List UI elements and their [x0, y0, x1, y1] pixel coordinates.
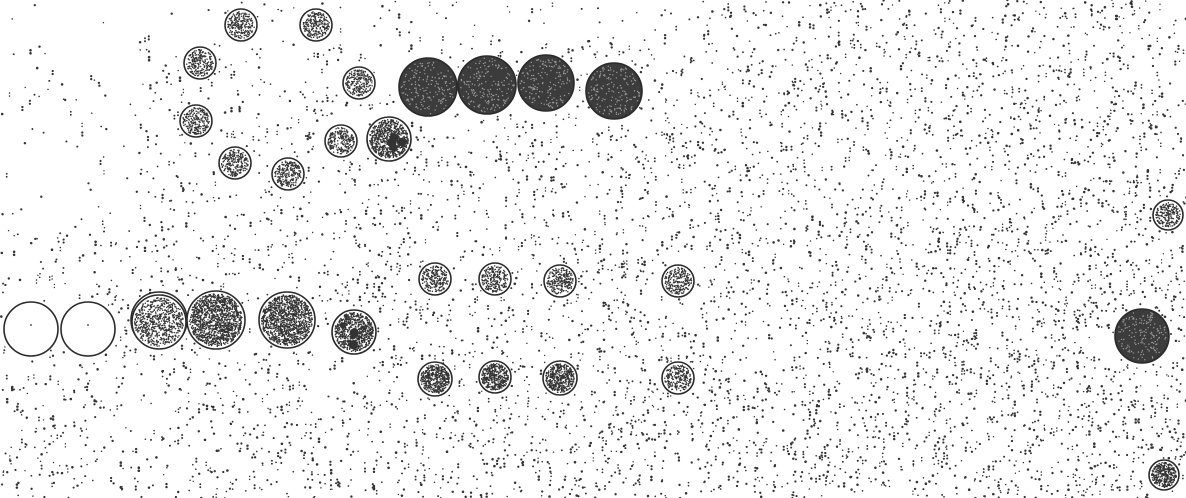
circle-row-low-1	[418, 362, 452, 396]
circle-row-low-2	[479, 361, 511, 393]
circle-dark-1	[399, 58, 457, 116]
circle-upper-mid	[343, 67, 375, 99]
circle-dark-2	[458, 56, 516, 114]
circle-row-low-3	[543, 361, 577, 395]
circle-big-row-1	[4, 302, 58, 356]
circle-mottled-upper	[367, 117, 411, 161]
circle-mottled-lower	[332, 310, 376, 354]
circle-row-mid-4	[662, 265, 694, 297]
circle-left-lower-2	[272, 158, 304, 190]
circle-upper-left-1	[184, 47, 216, 79]
circle-row-low-4	[662, 362, 694, 394]
circle-row-mid-3	[544, 265, 576, 297]
circle-right-edge-lower	[1149, 460, 1179, 490]
circle-big-row-2	[61, 302, 115, 356]
circle-big-row-4	[187, 291, 245, 349]
circle-right-edge-upper	[1153, 200, 1183, 230]
circle-dark-4	[586, 63, 642, 119]
circle-big-row-5	[259, 292, 315, 348]
circle-mid-left-1	[325, 125, 357, 157]
circle-big-row-3	[132, 295, 186, 349]
circle-row-mid-1	[419, 263, 451, 295]
circle-row-mid-2	[479, 263, 511, 295]
circle-dark-3	[518, 55, 574, 111]
circle-upper-left-2	[180, 105, 212, 137]
circle-right-dark	[1115, 309, 1169, 363]
circle-mid-left-2	[219, 147, 251, 179]
circle-top-row-2	[300, 9, 332, 41]
circle-top-row-1	[225, 9, 257, 41]
